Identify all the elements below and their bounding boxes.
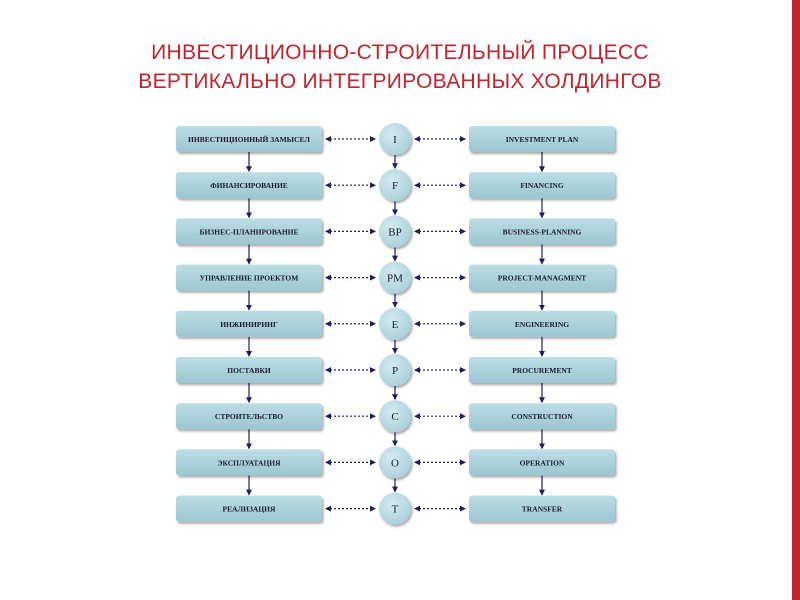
stage-box-en — [469, 357, 615, 383]
stage-row: ИНВЕСТИЦИОННЫЙ ЗАМЫСЕЛ I INVESTMENT PLAN — [176, 123, 615, 173]
stage-code-circle — [379, 307, 411, 340]
stage-label-en: OPERATION — [520, 458, 565, 467]
stage-code-label: P — [392, 365, 398, 377]
stage-box-ru — [176, 449, 322, 476]
stage-box-ru — [176, 218, 322, 245]
stage-code-label: T — [392, 504, 399, 516]
stage-box-ru — [176, 403, 322, 430]
stage-row: СТРОИТЕЛЬСТВО C CONSTRUCTION — [176, 400, 615, 450]
stage-box-en — [469, 310, 615, 337]
stage-label-en: TRANSFER — [522, 505, 563, 514]
stage-label-ru: РЕАЛИЗАЦИЯ — [223, 505, 276, 514]
stage-code-label: F — [392, 180, 398, 192]
stage-code-circle — [379, 123, 411, 155]
stage-code-circle — [379, 215, 411, 248]
stage-box-ru — [176, 126, 322, 152]
stage-box-ru — [176, 264, 322, 291]
stage-row: ПОСТАВКИ P PROCUREMENT — [176, 354, 615, 404]
stage-row: РЕАЛИЗАЦИЯ T TRANSFER — [176, 492, 615, 525]
stage-label-ru: УПРАВЛЕНИЕ ПРОЕКТОМ — [200, 274, 299, 283]
stage-code-label: BP — [388, 226, 401, 238]
stage-code-label: PM — [387, 273, 403, 285]
stage-box-en — [469, 495, 615, 522]
stage-label-ru: ФИНАНСИРОВАНИЕ — [210, 181, 288, 190]
stage-code-circle — [379, 400, 411, 433]
stage-box-en — [469, 264, 615, 291]
stage-code-circle — [379, 261, 411, 294]
stage-row: ИНЖИНИРИНГ E ENGINEERING — [176, 307, 615, 357]
stage-box-ru — [176, 310, 322, 337]
stage-code-circle — [379, 169, 411, 202]
stage-label-en: FINANCING — [520, 181, 564, 190]
slide-title: ИНВЕСТИЦИОННО-СТРОИТЕЛЬНЫЙ ПРОЦЕСС ВЕРТИ… — [90, 38, 710, 96]
stage-box-ru — [176, 172, 322, 199]
stage-box-en — [469, 449, 615, 476]
stage-row: ЭКСПЛУАТАЦИЯ O OPERATION — [176, 446, 615, 496]
stage-label-en: PROJECT-MANAGMENT — [498, 274, 586, 283]
title-line-1: ИНВЕСТИЦИОННО-СТРОИТЕЛЬНЫЙ ПРОЦЕСС — [151, 41, 649, 64]
stage-code-label: O — [391, 457, 399, 469]
stage-box-ru — [176, 357, 322, 383]
stage-label-ru: ИНВЕСТИЦИОННЫЙ ЗАМЫСЕЛ — [188, 135, 310, 144]
stage-code-circle — [379, 446, 411, 479]
stage-label-ru: ПОСТАВКИ — [227, 366, 271, 375]
stage-code-circle — [379, 492, 411, 525]
stage-code-circle — [379, 354, 411, 386]
stage-code-label: I — [393, 134, 397, 146]
stage-label-en: CONSTRUCTION — [511, 412, 573, 421]
stage-box-en — [469, 126, 615, 152]
stage-label-en: BUSINESS-PLANNING — [503, 227, 582, 236]
stage-label-ru: ИНЖИНИРИНГ — [220, 320, 278, 329]
stage-code-label: E — [392, 319, 399, 331]
stage-label-en: ENGINEERING — [515, 320, 569, 329]
stage-label-ru: СТРОИТЕЛЬСТВО — [215, 412, 283, 421]
stage-box-en — [469, 218, 615, 245]
stage-label-ru: БИЗНЕС-ПЛАНИРОВАНИЕ — [200, 227, 299, 236]
stage-row: БИЗНЕС-ПЛАНИРОВАНИЕ BP BUSINESS-PLANNING — [176, 215, 615, 265]
stage-box-en — [469, 403, 615, 430]
stage-label-en: INVESTMENT PLAN — [506, 135, 579, 144]
stage-row: ФИНАНСИРОВАНИЕ F FINANCING — [176, 169, 615, 219]
stage-label-en: PROCUREMENT — [512, 366, 572, 375]
title-line-2: ВЕРТИКАЛЬНО ИНТЕГРИРОВАННЫХ ХОЛДИНГОВ — [138, 70, 662, 93]
stage-box-en — [469, 172, 615, 199]
stage-code-label: C — [391, 411, 398, 423]
stage-row: УПРАВЛЕНИЕ ПРОЕКТОМ PM PROJECT-MANAGMENT — [176, 261, 615, 311]
slide-accent-bar — [792, 0, 800, 600]
stage-label-ru: ЭКСПЛУАТАЦИЯ — [217, 458, 281, 467]
stage-box-ru — [176, 495, 322, 522]
